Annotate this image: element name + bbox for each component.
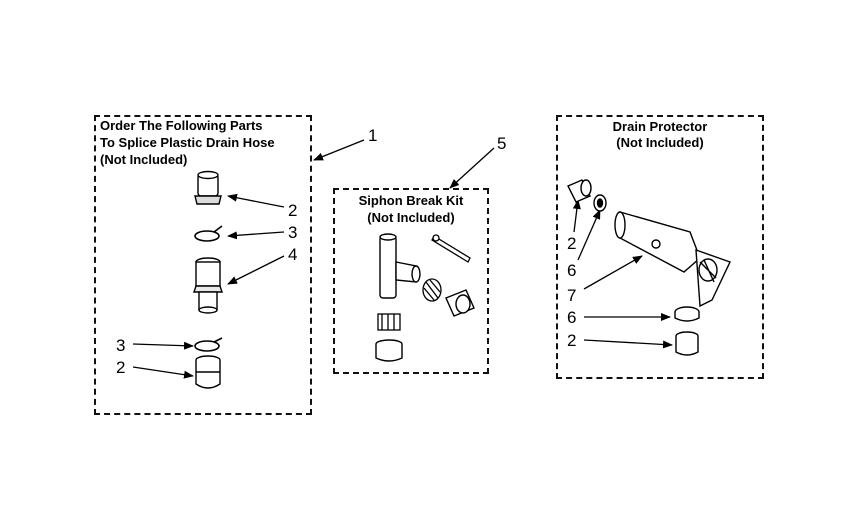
protector-ring-top	[593, 194, 607, 212]
drain-protector-panel	[556, 115, 764, 379]
callout-splice-clamp-lower: 3	[116, 336, 126, 355]
leader-splice-clamp	[227, 231, 285, 240]
protector-panel-title-line1: Drain Protector	[612, 119, 708, 134]
callout-splice-coupling-lower: 2	[116, 358, 126, 377]
callout-protector-coupling-bottom: 2	[567, 331, 577, 350]
siphon-panel-title-line2: (Not Included)	[367, 210, 455, 225]
callout-protector-coupling-top: 2	[567, 234, 577, 253]
leader-protector-ring-top	[577, 209, 601, 261]
leader-kit-siphon	[449, 147, 495, 189]
leader-protector-coupling-top	[572, 199, 581, 233]
leader-protector-body	[583, 255, 643, 290]
callout-kit-siphon: 5	[497, 134, 507, 153]
splice-panel-title-line1: Order The Following Parts	[100, 118, 263, 133]
callout-protector-ring-top: 6	[567, 261, 577, 280]
callout-splice-connector: 4	[288, 245, 298, 264]
siphon-break-panel	[333, 188, 489, 374]
splice-panel-title-line3: (Not Included)	[100, 152, 188, 167]
siphon-tee	[379, 233, 421, 299]
protector-ring-bottom	[674, 306, 700, 322]
splice-connector	[193, 257, 223, 314]
siphon-nut-lower	[377, 313, 401, 331]
splice-coupling-top	[194, 170, 222, 205]
leader-splice-coupling	[227, 193, 285, 208]
splice-clamp-bottom	[194, 337, 223, 352]
protector-coupling-top	[567, 179, 592, 203]
callout-kit-splice: 1	[368, 126, 378, 145]
protector-body	[614, 211, 731, 308]
siphon-cap-nut	[422, 278, 442, 302]
callout-protector-ring-bottom: 6	[567, 308, 577, 327]
splice-parts-panel	[94, 115, 312, 415]
siphon-pin	[431, 234, 471, 263]
leader-splice-clamp-lower	[132, 341, 194, 350]
protector-coupling-bottom	[675, 331, 699, 356]
callout-splice-coupling: 2	[288, 201, 298, 220]
splice-coupling-bottom	[195, 355, 221, 389]
splice-panel-title-line2: To Splice Plastic Drain Hose	[100, 135, 275, 150]
leader-kit-splice	[313, 139, 365, 161]
leader-protector-coupling-bottom	[583, 339, 673, 349]
siphon-panel-title-line1: Siphon Break Kit	[358, 193, 464, 208]
callout-protector-body: 7	[567, 286, 577, 305]
protector-panel-title-line2: (Not Included)	[616, 135, 704, 150]
siphon-valve	[445, 289, 475, 317]
callout-splice-clamp: 3	[288, 223, 298, 242]
splice-clamp-top	[194, 225, 223, 242]
siphon-coupling-lower	[375, 339, 403, 362]
leader-splice-connector	[227, 255, 285, 285]
leader-splice-coupling-lower	[132, 366, 194, 379]
